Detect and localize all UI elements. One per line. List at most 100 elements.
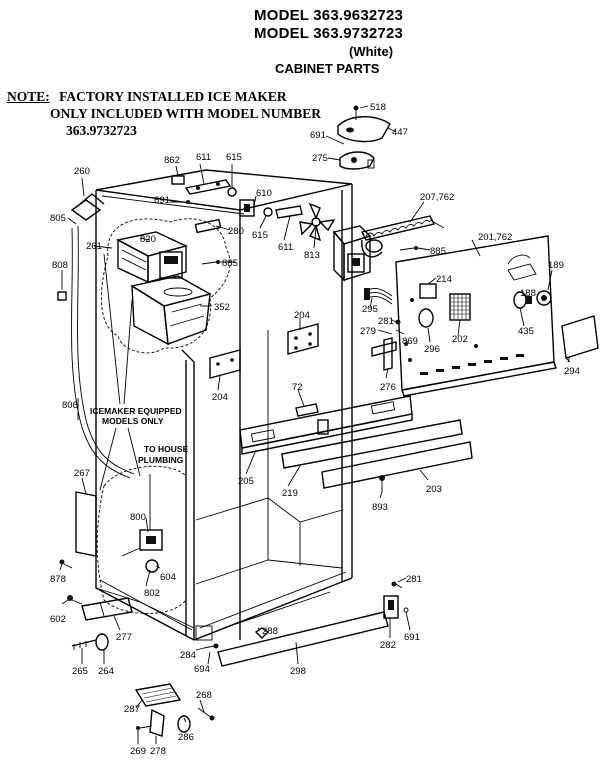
part-label-202: 202 bbox=[452, 334, 468, 345]
part-label-281-b: 281 bbox=[406, 574, 422, 585]
part-label-805: 805 bbox=[50, 213, 66, 224]
note-line-3: 363.9732723 bbox=[66, 123, 137, 138]
icemaker-bubble bbox=[100, 218, 231, 354]
note-label: NOTE: bbox=[7, 89, 50, 104]
part-label-602: 602 bbox=[50, 614, 66, 625]
part-label-820: 820 bbox=[140, 234, 156, 245]
part-72 bbox=[295, 403, 319, 417]
part-label-201-762: 201,762 bbox=[478, 232, 512, 243]
part-label-264: 264 bbox=[98, 666, 114, 677]
part-label-268: 268 bbox=[196, 690, 212, 701]
part-label-295: 295 bbox=[362, 304, 378, 315]
ice-bin bbox=[130, 275, 212, 346]
part-label-802: 802 bbox=[144, 588, 160, 599]
bracket-277 bbox=[81, 597, 133, 621]
note-text-1: FACTORY INSTALLED ICE MAKER bbox=[59, 89, 287, 104]
part-label-276: 276 bbox=[380, 382, 396, 393]
part-label-277: 277 bbox=[116, 632, 132, 643]
part-label-447: 447 bbox=[392, 127, 408, 138]
screw-694 bbox=[203, 643, 219, 649]
part-label-288-a: 288 bbox=[262, 626, 278, 637]
part-label-691-c: 691 bbox=[404, 632, 420, 643]
side-panel-267 bbox=[75, 491, 97, 557]
part-label-800: 800 bbox=[130, 512, 146, 523]
part-label-808: 808 bbox=[52, 260, 68, 271]
bottom-hinge-282 bbox=[383, 581, 409, 619]
part-label-885-a: 885 bbox=[430, 246, 446, 257]
part-labels: 518 447 691 275 260 862 611 615 691 610 … bbox=[50, 102, 580, 757]
part-label-694: 694 bbox=[194, 664, 210, 675]
shelf-support-204b bbox=[209, 349, 241, 379]
part-label-267: 267 bbox=[74, 468, 90, 479]
icemaker-callout-line-1: ICEMAKER EQUIPPED bbox=[90, 406, 182, 416]
leveling-leg bbox=[71, 633, 109, 651]
water-valve-bubble bbox=[96, 465, 187, 614]
cam-switch bbox=[418, 308, 434, 328]
shelf-support-204a bbox=[287, 323, 319, 355]
section-title: CABINET PARTS bbox=[275, 61, 380, 76]
part-label-813: 813 bbox=[304, 250, 320, 261]
part-label-615: 615 bbox=[226, 152, 242, 163]
water-valve bbox=[121, 474, 163, 573]
part-label-265: 265 bbox=[72, 666, 88, 677]
model-title-2: MODEL 363.9732723 bbox=[254, 25, 404, 42]
part-label-72: 72 bbox=[292, 382, 303, 393]
icemaker-callout-line-2: MODELS ONLY bbox=[102, 416, 164, 426]
part-label-862: 862 bbox=[164, 155, 180, 166]
leader-lines bbox=[59, 105, 571, 744]
part-label-352: 352 bbox=[214, 302, 230, 313]
part-label-298: 298 bbox=[290, 666, 306, 677]
water-tube bbox=[71, 227, 131, 479]
part-label-286: 286 bbox=[178, 732, 194, 743]
part-label-219: 219 bbox=[282, 488, 298, 499]
part-label-518: 518 bbox=[370, 102, 386, 113]
top-hardware bbox=[70, 175, 372, 282]
hinge-bracket-276 bbox=[371, 319, 408, 371]
house-callout-line-1: TO HOUSE bbox=[144, 444, 189, 454]
toe-grille bbox=[217, 611, 389, 667]
roller-assembly bbox=[134, 683, 215, 737]
house-callout-line-2: PLUMBING bbox=[138, 455, 184, 465]
part-label-204-b: 204 bbox=[212, 392, 228, 403]
fan-blade bbox=[299, 202, 336, 242]
part-label-214: 214 bbox=[436, 274, 452, 285]
part-label-610: 610 bbox=[256, 188, 272, 199]
part-label-604: 604 bbox=[160, 572, 176, 583]
part-label-275: 275 bbox=[312, 153, 328, 164]
part-label-280: 280 bbox=[228, 226, 244, 237]
model-title-1: MODEL 363.9632723 bbox=[254, 7, 404, 24]
part-label-284: 284 bbox=[180, 650, 196, 661]
part-label-278: 278 bbox=[150, 746, 166, 757]
light-socket bbox=[536, 290, 552, 306]
part-label-294: 294 bbox=[564, 366, 580, 377]
part-label-281-a: 281 bbox=[378, 316, 394, 327]
color-variant: (White) bbox=[349, 44, 394, 59]
top-light-assembly bbox=[337, 105, 391, 170]
part-label-611-b: 611 bbox=[278, 242, 293, 253]
rail-203 bbox=[321, 441, 473, 489]
part-label-296: 296 bbox=[424, 344, 440, 355]
part-label-204-a: 204 bbox=[294, 310, 310, 321]
part-label-207-762: 207,762 bbox=[420, 192, 454, 203]
part-label-611: 611 bbox=[196, 152, 211, 163]
screws-885 bbox=[201, 246, 418, 265]
part-label-282: 282 bbox=[380, 640, 396, 651]
cabinet-shell bbox=[95, 169, 353, 641]
part-label-435: 435 bbox=[518, 326, 534, 337]
part-label-260: 260 bbox=[74, 166, 90, 177]
callout-leaders bbox=[99, 253, 141, 491]
rail-219 bbox=[281, 419, 463, 469]
part-label-869: 869 bbox=[402, 336, 418, 347]
panel-slots bbox=[420, 354, 524, 375]
part-label-691-b: 691 bbox=[154, 195, 170, 206]
note-line-2: ONLY INCLUDED WITH MODEL NUMBER bbox=[50, 106, 322, 121]
part-label-279: 279 bbox=[360, 326, 376, 337]
note-line-1: NOTE: FACTORY INSTALLED ICE MAKER bbox=[7, 89, 287, 105]
part-label-203: 203 bbox=[426, 484, 442, 495]
clip-288 bbox=[254, 627, 270, 639]
wiring-harness bbox=[364, 287, 393, 305]
part-label-615-b: 615 bbox=[252, 230, 268, 241]
control-panel bbox=[395, 235, 557, 397]
screw-602 bbox=[67, 595, 83, 605]
part-label-691: 691 bbox=[310, 130, 326, 141]
